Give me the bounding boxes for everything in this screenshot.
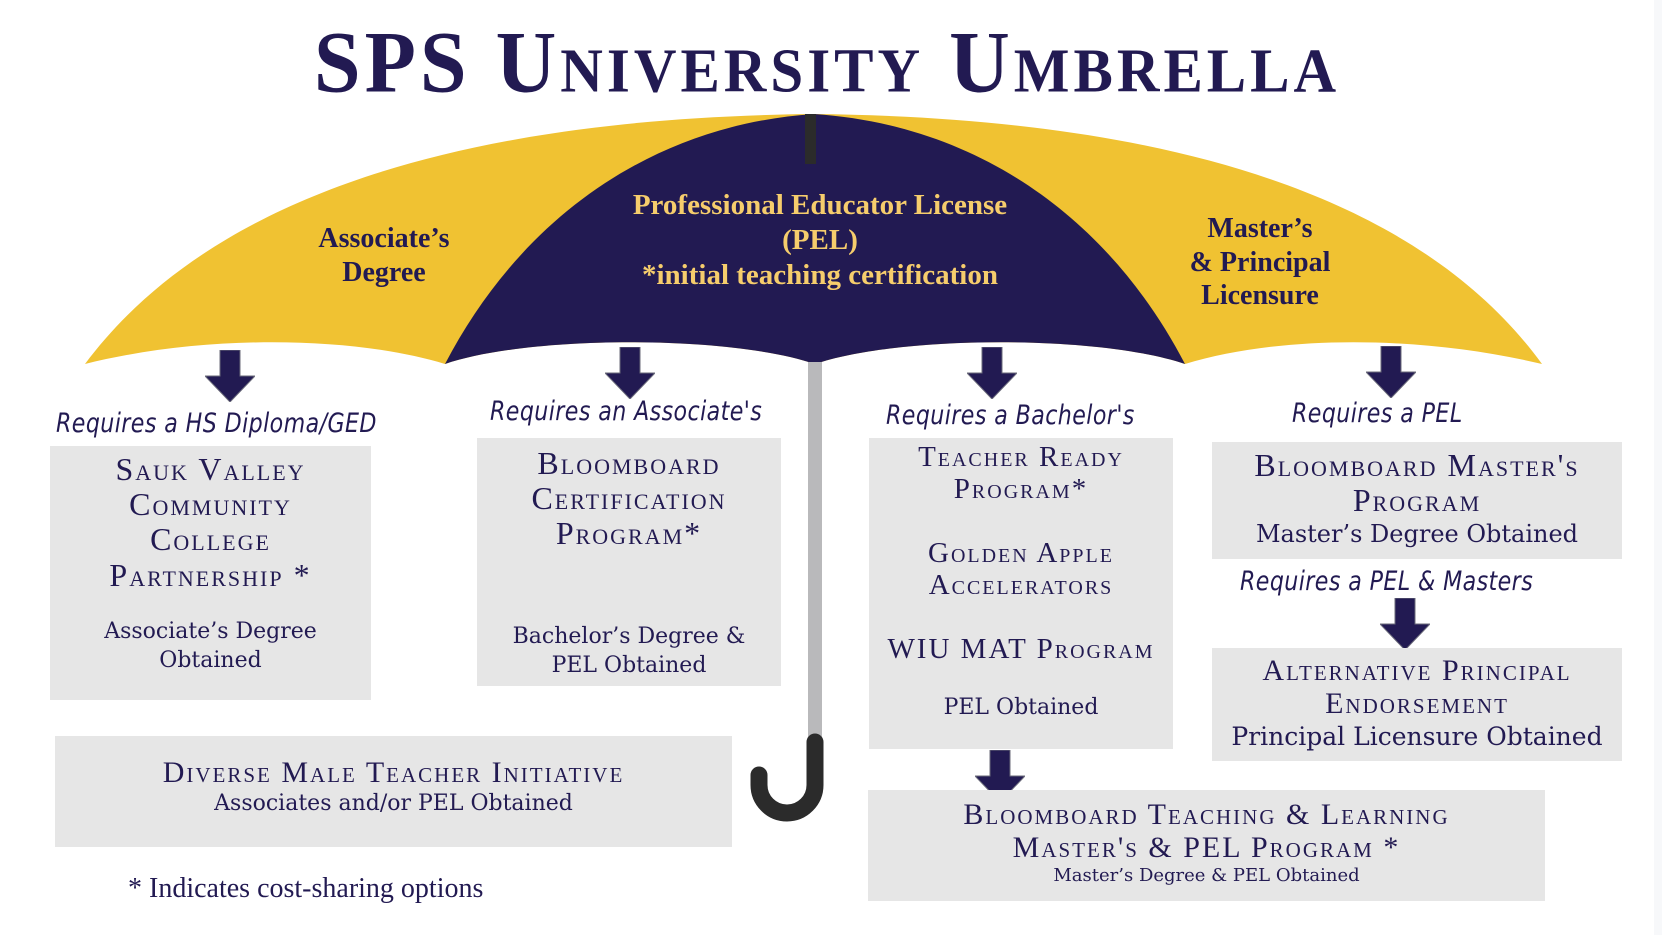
program-title-line: Bloomboard Teaching & Learning [963, 798, 1450, 831]
diverse-male-teacher-box: Diverse Male Teacher Initiative Associat… [55, 736, 732, 847]
requirement-label: Requires a HS Diploma/GED [56, 408, 377, 439]
down-arrow-icon [205, 350, 255, 402]
program-title: Diverse Male Teacher Initiative [162, 756, 625, 789]
program-title-line: Sauk Valley [115, 451, 306, 487]
label-line: Master’s [1207, 213, 1313, 244]
label-line: Associate’s [318, 223, 450, 254]
footnote: * Indicates cost-sharing options [128, 873, 484, 904]
outcome-line: Master’s Degree & PEL Obtained [1053, 865, 1360, 886]
scrollbar[interactable] [1654, 0, 1662, 935]
program-title-line: Bloomboard Master's [1254, 447, 1580, 483]
program-title-line: Alternative Principal [1262, 654, 1572, 687]
down-arrow-icon [975, 750, 1025, 802]
golden-apple-program: Golden Apple [928, 536, 1114, 569]
down-arrow-icon [1366, 346, 1416, 398]
program-title-line: Endorsement [1325, 687, 1509, 720]
program-title-line: Master's & PEL Program * [1012, 831, 1401, 864]
down-arrow-icon [605, 347, 655, 399]
bloomboard-masters-box: Bloomboard Master's Program Master’s Deg… [1212, 442, 1622, 559]
requirement-label: Requires a PEL [1292, 398, 1463, 429]
masters-principal-label: Master’s & Principal Licensure [1160, 212, 1360, 313]
program-title-line: Bloomboard [537, 445, 721, 481]
program-title-line: Program* [555, 515, 703, 552]
outcome-line: PEL Obtained [943, 695, 1099, 721]
label-line: Professional Educator License [632, 189, 1008, 221]
outcome-line: Master’s Degree Obtained [1255, 520, 1579, 549]
outcome-line: Obtained [159, 648, 262, 674]
alternative-principal-box: Alternative Principal Endorsement Princi… [1212, 648, 1622, 761]
outcome-line: Associate’s Degree [104, 618, 317, 644]
sauk-valley-box: Sauk Valley Community College Partnershi… [50, 446, 371, 700]
teacher-ready-program: Program* [953, 472, 1089, 505]
page-title: SPS University Umbrella [313, 13, 1341, 112]
label-line: Licensure [1201, 280, 1319, 312]
outcome-line: Bachelor’s Degree & [512, 623, 746, 649]
golden-apple-program: Accelerators [928, 568, 1114, 601]
outcome-line: PEL Obtained [551, 653, 707, 679]
requirement-label: Requires an Associate's [490, 396, 763, 427]
requirement-label: Requires a Bachelor's [886, 400, 1135, 431]
outcome-line: Principal Licensure Obtained [1231, 722, 1603, 751]
wiu-mat-program: WIU MAT Program [887, 632, 1155, 665]
outcome-line: Associates and/or PEL Obtained [214, 791, 573, 816]
program-title-line: Program [1352, 482, 1482, 519]
bloomboard-teaching-learning-box: Bloomboard Teaching & Learning Master's … [868, 790, 1545, 901]
teacher-ready-program: Teacher Ready [918, 441, 1124, 473]
down-arrow-icon [1380, 598, 1430, 650]
associates-degree-label: Associate’s Degree [284, 222, 484, 289]
label-line: (PEL) [782, 223, 858, 256]
down-arrow-icon [967, 347, 1017, 399]
bachelor-programs-box: Teacher Ready Program* Golden Apple Acce… [869, 438, 1173, 749]
program-title-line: Partnership * [109, 556, 312, 593]
bloomboard-certification-box: Bloomboard Certification Program* Bachel… [477, 438, 781, 686]
program-title-line: Certification [531, 480, 727, 517]
program-title-line: Community [129, 486, 292, 523]
label-line: & Principal [1189, 246, 1331, 278]
label-line: *initial teaching certification [642, 258, 998, 291]
requirement-label: Requires a PEL & Masters [1240, 566, 1534, 597]
pel-label: Professional Educator License (PEL) *ini… [560, 188, 1080, 292]
label-line: Degree [342, 256, 426, 288]
program-title-line: College [150, 521, 271, 558]
